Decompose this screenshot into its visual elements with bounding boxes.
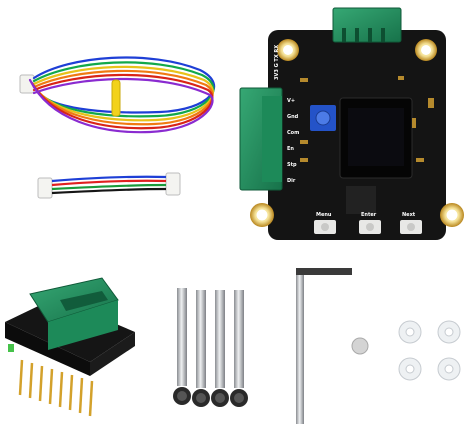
screw xyxy=(177,288,187,386)
cable-tie xyxy=(111,79,121,117)
pin-label-gnd: Gnd xyxy=(287,114,299,120)
washers xyxy=(398,320,461,381)
screw xyxy=(196,290,206,388)
pin-label-com: Com xyxy=(287,130,299,136)
magnet xyxy=(351,337,369,355)
screw xyxy=(234,290,244,388)
short-cable xyxy=(37,172,181,199)
next-button-label: Next xyxy=(402,212,416,218)
driver-adapter xyxy=(5,277,135,417)
pin-label-v: V+ xyxy=(287,98,295,104)
mcu-chip xyxy=(346,186,376,214)
pin-label-stp: Stp xyxy=(287,162,297,168)
menu-button-label: Menu xyxy=(316,212,332,218)
header-label: 3V3 G TX RX xyxy=(274,45,280,80)
connector-right xyxy=(165,172,181,196)
connector-left xyxy=(37,177,53,199)
hex-key xyxy=(296,268,352,424)
rainbow-cable xyxy=(19,56,215,134)
pin-label-en: En xyxy=(287,146,294,152)
screws xyxy=(173,288,248,407)
main-board: 3V3 G TX RX V+ Gnd Com En Stp Dir Menu E… xyxy=(239,7,464,240)
screw xyxy=(215,290,225,388)
enter-button-label: Enter xyxy=(361,212,377,218)
pin-label-dir: Dir xyxy=(287,178,296,184)
